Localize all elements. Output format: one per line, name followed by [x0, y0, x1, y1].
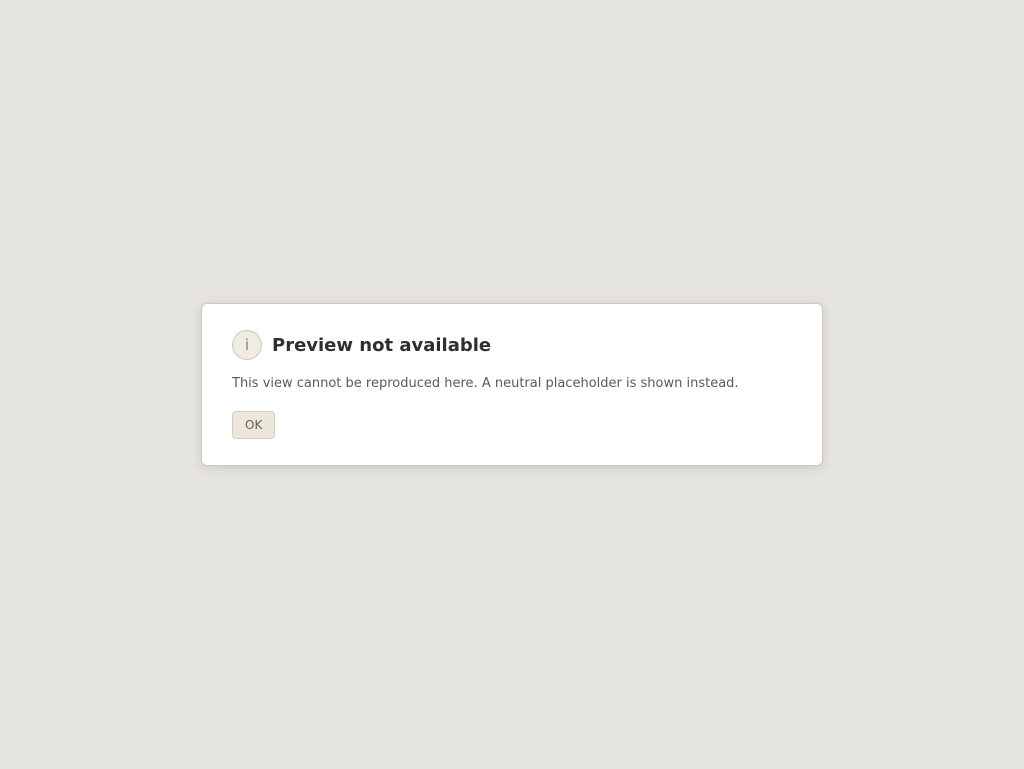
ok-button[interactable]: OK — [232, 410, 276, 439]
placeholder-card: i Preview not available This view cannot… — [201, 303, 823, 466]
placeholder-title: Preview not available — [272, 334, 492, 356]
info-icon: i — [232, 330, 262, 361]
placeholder-header: i Preview not available — [232, 330, 792, 361]
placeholder-message: This view cannot be reproduced here. A n… — [232, 376, 739, 392]
